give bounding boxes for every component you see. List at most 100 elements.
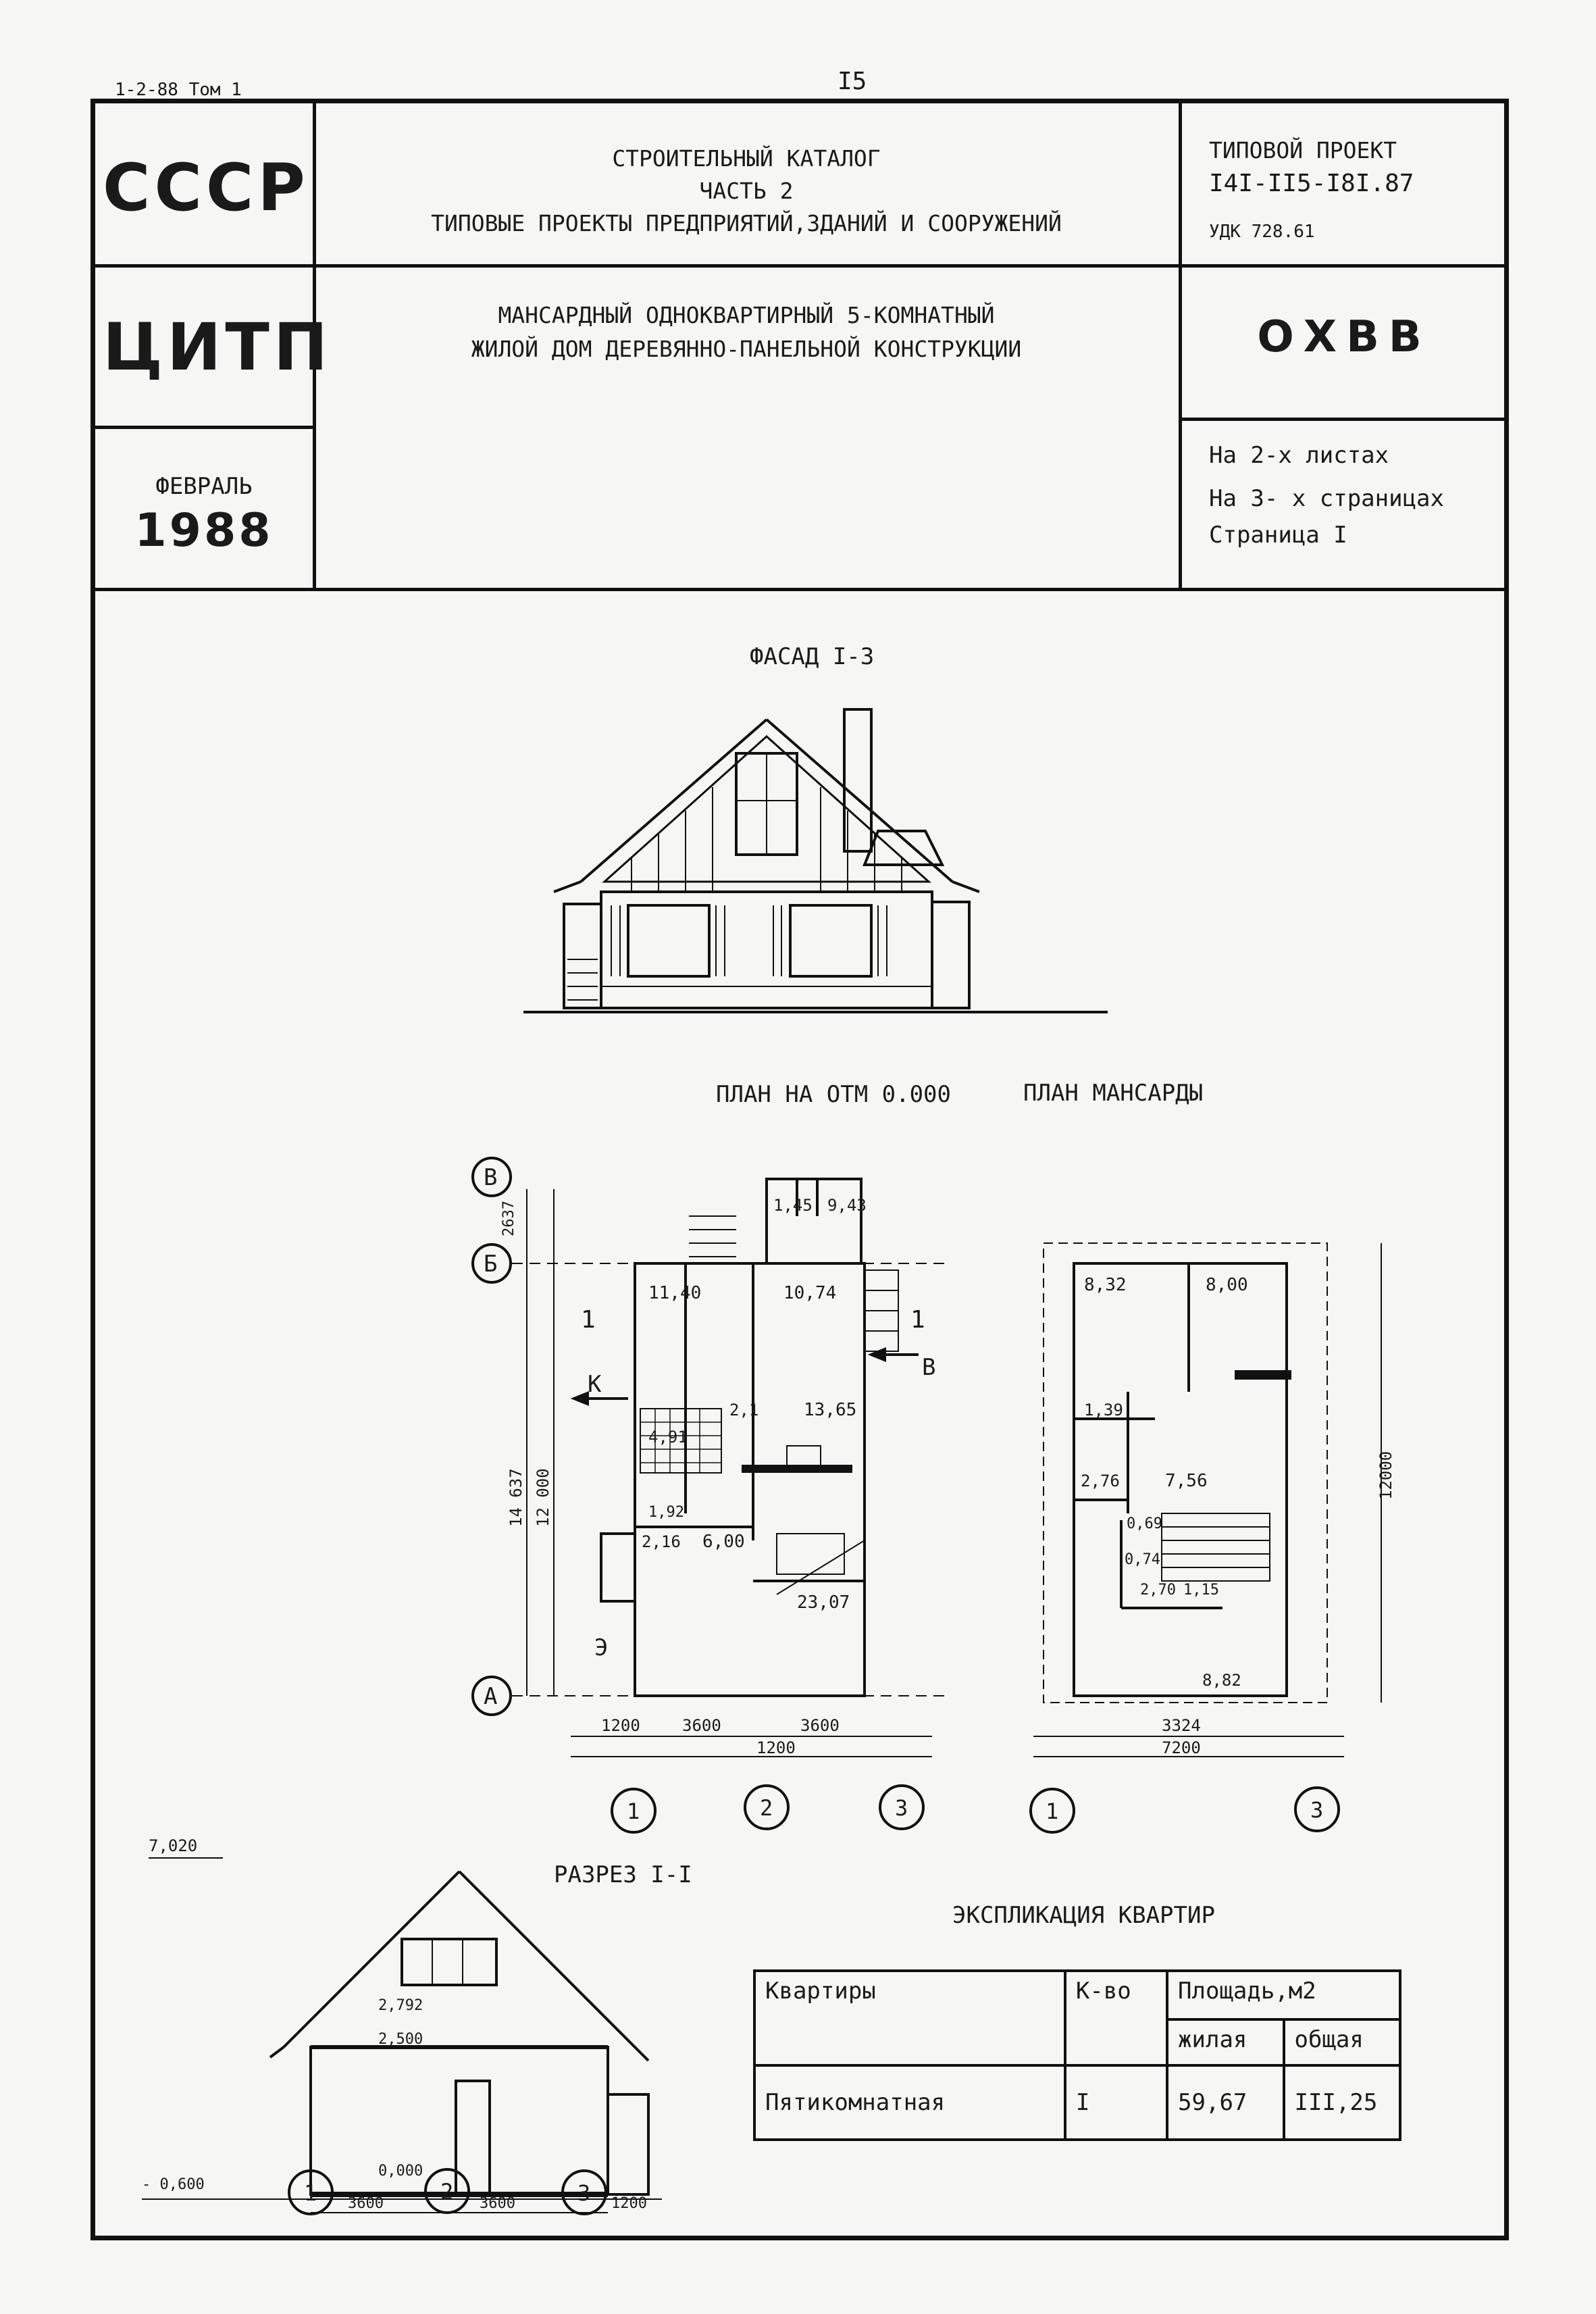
facade-window-left [627,904,711,978]
header-living: жилая [1166,2018,1285,2067]
header-right-divider [1180,418,1507,421]
axis-label-1: 1 [1046,1799,1058,1824]
project-label: ТИПОВОЙ ПРОЕКТ [1209,137,1397,164]
issue-year: 1988 [134,504,274,557]
axis-label-2: 2 [440,2179,453,2205]
left-porch [563,903,602,1009]
header-apartments: Квартиры [753,1969,1066,2067]
axis-marker-a [471,1676,512,1716]
attic-plan-title: ПЛАН МАНСАРДЫ [1023,1080,1204,1107]
udk-code: УДК 728.61 [1209,222,1315,242]
room-area-label: 1,92 [648,1504,684,1521]
dimension-label: 3600 [348,2195,384,2212]
page-number: I5 [838,68,867,95]
attic-floor-plan: 8,32 8,00 1,39 2,76 7,56 0,69 0,74 2,70 … [1029,1242,1395,1834]
room-area-label: 1,39 [1084,1401,1123,1419]
axis-marker-1 [1029,1788,1075,1834]
axis-label-3: 3 [1310,1797,1323,1823]
level-mark: 7,020 [149,1836,197,1855]
right-porch [931,901,971,1009]
room-area-label: 8,00 [1206,1275,1248,1295]
room-area-label: 4,91 [648,1428,688,1447]
room-area-label: 10,74 [783,1283,836,1303]
header-row-divider-1 [93,264,1507,268]
sheet-frame [91,99,1509,2240]
country-label: СССР [103,150,309,226]
axis-marker-3 [1294,1786,1340,1832]
project-number: I4I-II5-I8I.87 [1209,170,1414,197]
dimension-label: 7200 [1162,1738,1201,1757]
room-area-label: 11,40 [648,1283,701,1303]
section-drawing: 7,020 2,792 2,500 0,000 - 0,600 3600 360… [142,1836,662,2213]
section-door [455,2080,491,2197]
room-area-label: 6,00 [702,1532,745,1552]
dimension-label: 1200 [601,1716,640,1735]
facade-drawing [523,708,1108,1013]
header-divider-left [313,101,316,590]
facade-window-right [789,904,873,978]
room-area-label: 2,16 [642,1532,681,1551]
room-area-label: 13,65 [804,1400,856,1420]
attic-outer-wall [1073,1262,1288,1697]
dimension-label: 3600 [480,2195,515,2212]
axis-label-1: 1 [304,2180,317,2206]
catalog-line-2: ЧАСТЬ 2 [699,178,794,204]
dimension-label: 3600 [800,1716,840,1735]
ground-floor-plan: В Б А 11,40 10,74 1,45 9,43 4,91 2,1 13,… [471,1157,946,1834]
header-area: Площадь,м2 [1166,1969,1401,2021]
axis-label-a: А [484,1683,497,1710]
entry-mark-v: В [922,1354,935,1381]
catalog-code: ОХВВ [1257,312,1431,362]
axis-marker-v [471,1157,512,1197]
axis-marker-3 [879,1784,925,1830]
level-mark: 2,792 [378,1997,423,2014]
catalog-line-1: СТРОИТЕЛЬНЫЙ КАТАЛОГ [612,145,881,172]
section-mark: 1 [581,1306,596,1334]
header-total: общая [1282,2018,1401,2067]
axis-marker-1 [611,1788,657,1834]
section-title: РАЗРЕЗ I-I [554,1861,692,1888]
dimension-label: 12 000 [534,1468,552,1527]
row-living-area: 59,67 [1166,2064,1285,2141]
page-indicator: Страница I [1209,522,1347,549]
axis-label-v: В [484,1164,497,1191]
room-area-label: 2,70 [1140,1582,1176,1599]
dimension-label: 14 637 [507,1468,525,1527]
header-count: К-во [1063,1969,1169,2067]
page-count: На 3- х страницах [1209,485,1444,512]
issue-month: ФЕВРАЛЬ [155,473,253,500]
room-area-label: 1,45 [773,1196,813,1215]
room-area-label: 2,1 [729,1401,758,1419]
section-axes: 1 2 3 [288,2168,607,2215]
header-row-divider-2 [93,588,1507,591]
room-area-label: 7,56 [1165,1471,1208,1491]
facade-wall [600,890,933,1009]
level-mark: 2,500 [378,2031,423,2048]
room-area-label: 9,43 [827,1196,867,1215]
facade-title: ФАСАД I-3 [750,643,875,670]
axis-label-3: 3 [577,2180,590,2206]
row-apartment-type: Пятикомнатная [753,2064,1066,2141]
axis-marker-2 [744,1784,790,1830]
room-area-label: 2,76 [1081,1472,1120,1490]
room-area-label: 1,15 [1183,1582,1219,1599]
ground-plan-title: ПЛАН НА ОТМ 0.000 [716,1081,951,1108]
ground-outer-wall [634,1262,866,1697]
project-title-line-2: ЖИЛОЙ ДОМ ДЕРЕВЯННО-ПАНЕЛЬНОЙ КОНСТРУКЦИ… [471,336,1022,362]
axis-label-3: 3 [895,1795,908,1821]
entry-mark-k: К [588,1371,602,1398]
room-area-label: 0,74 [1125,1551,1160,1568]
dimension-label: 1200 [756,1738,796,1757]
dimension-label: 2637 [500,1201,517,1236]
level-mark: - 0,600 [142,2176,205,2193]
header-divider-right [1179,101,1182,590]
org-label: ЦИТП [103,309,332,385]
explication-title: ЭКСПЛИКАЦИЯ КВАРТИР [952,1902,1215,1929]
room-area-label: 8,32 [1084,1275,1127,1295]
level-mark: 0,000 [378,2163,423,2180]
axis-label-2: 2 [760,1795,773,1821]
catalog-line-3: ТИПОВЫЕ ПРОЕКТЫ ПРЕДПРИЯТИЙ,ЗДАНИЙ И СОО… [431,210,1062,236]
row-total-area: III,25 [1282,2064,1401,2141]
section-mark: 1 [910,1306,925,1334]
dimension-label: 3600 [682,1716,721,1735]
